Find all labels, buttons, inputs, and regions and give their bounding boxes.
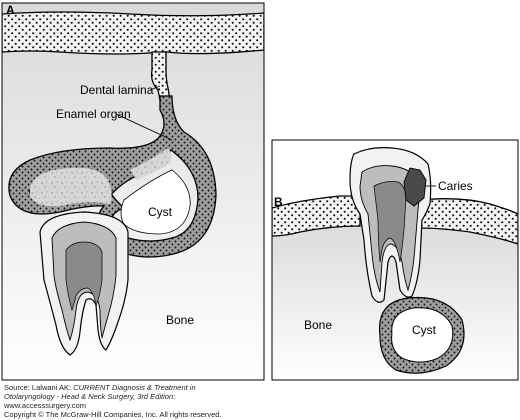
panel-a-frame (1, 2, 265, 381)
cyst-label-b: Cyst (412, 323, 437, 337)
gum-strip-a (2, 11, 264, 55)
caries-label: Caries (438, 179, 473, 193)
tooth-a-pulp (65, 241, 103, 312)
caption-source-line-2: Otolaryngology - Head & Neck Surgery, 3r… (4, 392, 175, 401)
caption-source-suffix: : (173, 392, 176, 401)
panel-a: A Dental lamina Enamel organ Cyst Bone (2, 3, 264, 380)
caption-source-prefix: Source: Lalwani AK: (4, 383, 74, 392)
panel-b: B Caries Cyst Bone (272, 140, 518, 380)
caption-source-title-2: Otolaryngology - Head & Neck Surgery, 3r… (4, 392, 174, 401)
enamel-organ-tissue (30, 148, 172, 207)
dental-lamina-leader (149, 85, 161, 91)
cyst-label-a: Cyst (148, 205, 173, 219)
caption-copyright: Copyright © The McGraw-Hill Companies, I… (4, 410, 222, 419)
caries-lesion (403, 167, 427, 207)
enamel-organ-leader (115, 113, 173, 141)
panel-a-letter: A (6, 3, 15, 17)
gum-strip-b (272, 195, 518, 245)
enamel-organ-label: Enamel organ (56, 107, 131, 121)
caption-website: www.accesssurgery.com (4, 401, 86, 410)
tooth-b-pulp (373, 181, 407, 263)
bone-label-b: Bone (304, 318, 332, 332)
panel-b-frame (271, 139, 519, 381)
cyst-b-lumen (391, 307, 454, 363)
dental-lamina-label: Dental lamina (80, 83, 154, 97)
caption-source-line-1: Source: Lalwani AK: CURRENT Diagnosis & … (4, 383, 196, 392)
cyst-b (378, 296, 465, 374)
cyst-lumen-a (120, 169, 191, 235)
panel-b-letter: B (274, 195, 283, 209)
tooth-b (349, 147, 432, 303)
tooth-a (39, 211, 129, 356)
bone-label-a: Bone (166, 313, 194, 327)
caption-source-title-1: CURRENT Diagnosis & Treatment in (73, 383, 196, 392)
